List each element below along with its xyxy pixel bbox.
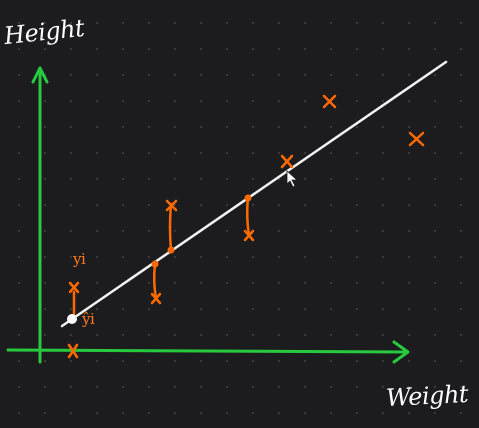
data-points — [67, 94, 425, 359]
residual-line-1 — [152, 262, 158, 300]
data-point-marker — [243, 229, 255, 242]
data-point-marker — [68, 281, 80, 294]
x-axis — [6, 348, 408, 354]
actual-value-label: yi — [73, 250, 86, 268]
arrow-pointer-icon — [286, 170, 299, 188]
data-point-marker — [408, 131, 425, 147]
residual-line-3 — [245, 196, 251, 238]
data-point-marker — [280, 154, 294, 169]
data-point-marker — [150, 292, 162, 305]
x-axis-label: Weight — [385, 379, 469, 413]
predicted-value-label: ŷi — [82, 310, 95, 328]
predicted-dots — [151, 194, 252, 268]
data-point-marker — [165, 199, 178, 212]
residual-line-2 — [168, 202, 173, 252]
x-axis-arrowhead — [392, 340, 410, 364]
predicted-value-marker — [67, 314, 77, 324]
predicted-dot-3 — [244, 194, 252, 202]
predicted-dot-1 — [151, 260, 159, 268]
y-axis-arrowhead — [31, 66, 49, 84]
predicted-dot-2 — [167, 246, 175, 254]
data-point-marker — [67, 343, 79, 359]
regression-line — [60, 60, 448, 328]
data-point-marker — [322, 94, 337, 109]
